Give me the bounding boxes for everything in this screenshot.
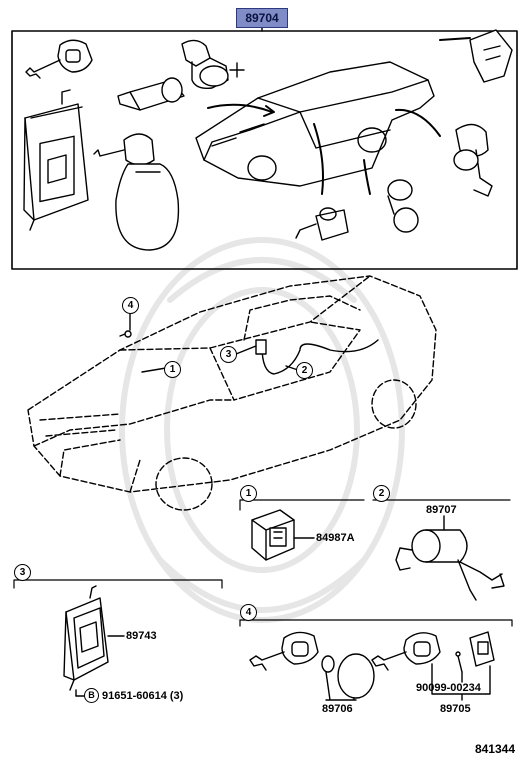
callout-1-car: 1 [164,361,181,378]
part-label-89743: 89743 [126,630,157,642]
main-car-drawing [27,275,437,511]
group-2-label: 2 [373,485,390,502]
bolt-marker-b: B [84,688,99,703]
switch-84987A-icon [251,509,295,561]
callout-2-car: 2 [296,362,313,379]
trunk-lock-icon [453,123,493,197]
remote-key-icon [93,133,180,251]
part-label-89705: 89705 [440,703,471,715]
part-label-90099-00234: 90099-00234 [416,682,481,694]
leader-89705 [431,663,491,701]
leader-89706 [325,671,357,701]
car-wiring [255,339,379,375]
group-brackets [13,499,513,627]
top-arrows [207,37,471,195]
group-4-label: 4 [240,604,257,621]
module-89743-icon [63,585,109,691]
ignition-switch-icon [181,39,245,90]
watermark [119,237,405,623]
part-label-89706: 89706 [322,703,353,715]
part-label-91651-60614: 91651-60614 (3) [102,690,184,702]
part-label-84987A: 84987A [316,532,355,544]
kit-box [11,30,518,270]
key-89706-icon [249,631,375,699]
key-89705-icon [371,631,495,673]
control-module-icon [23,89,89,231]
lock-cylinder-icon [117,77,185,111]
part-label-89707: 89707 [426,504,457,516]
group-1-label: 1 [240,485,257,502]
callout-3-car: 3 [220,346,237,363]
small-bolt-icon [119,330,132,338]
small-lock-cylinders-icon [387,179,419,233]
callout-leaders [129,311,299,373]
key-icon-top-left [25,39,93,79]
callout-4-car: 4 [122,297,139,314]
group-3-label: 3 [14,564,31,581]
top-part-number: 89704 [236,8,288,28]
switch-with-wire-icon [295,207,349,241]
door-lock-motor-icon [469,29,513,83]
buzzer-89707-icon [395,529,505,601]
diagram-reference-number: 841344 [474,742,515,756]
